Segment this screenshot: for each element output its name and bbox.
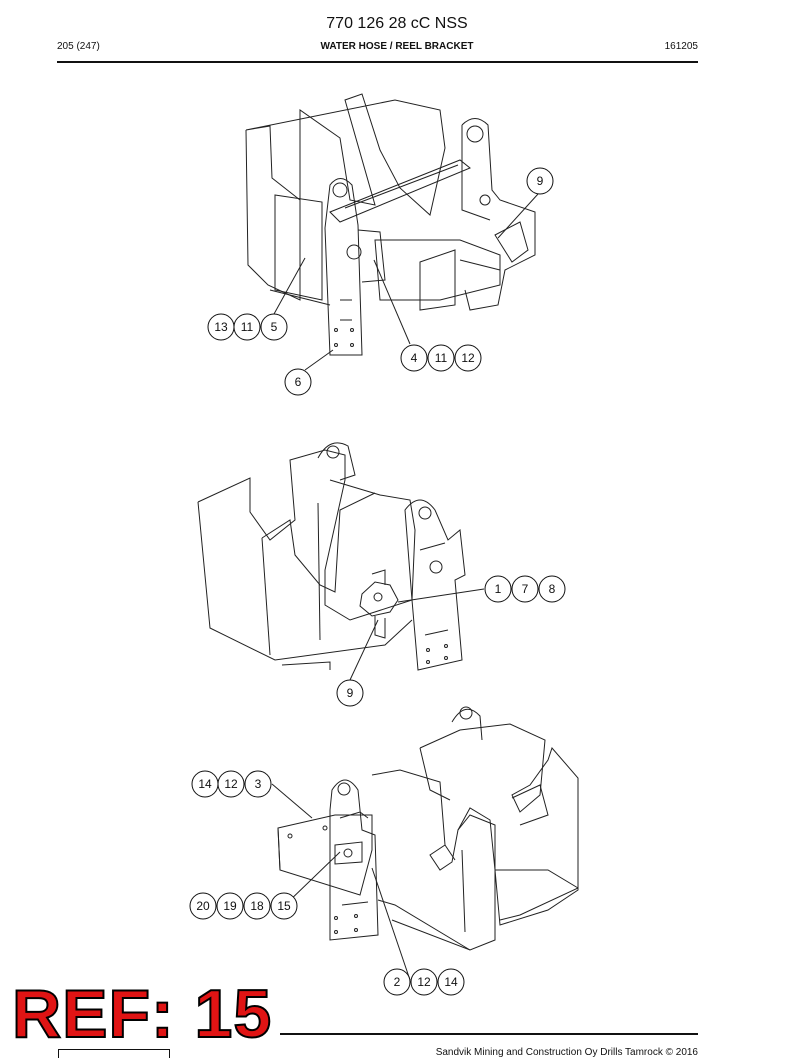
callout-20: 20 <box>189 892 217 920</box>
callout-11: 11 <box>233 313 261 341</box>
section-title: WATER HOSE / REEL BRACKET <box>320 41 474 52</box>
callout-2: 2 <box>383 968 411 996</box>
view-1-drawing <box>245 93 536 356</box>
svg-text:1: 1 <box>495 582 502 596</box>
svg-text:3: 3 <box>255 777 262 791</box>
brand-logo-fragment <box>58 1049 170 1058</box>
svg-text:12: 12 <box>461 351 475 365</box>
svg-text:20: 20 <box>196 899 210 913</box>
svg-text:19: 19 <box>223 899 237 913</box>
view-2-drawing <box>197 442 466 671</box>
footer-rule <box>280 1033 698 1035</box>
svg-text:14: 14 <box>444 975 458 989</box>
callout-12c: 12 <box>410 968 438 996</box>
view-3-drawing <box>277 706 579 951</box>
callout-9: 9 <box>526 167 554 195</box>
svg-text:2: 2 <box>394 975 401 989</box>
callout-7: 7 <box>511 575 539 603</box>
callout-18: 18 <box>243 892 271 920</box>
date-code: 161205 <box>664 41 698 52</box>
callout-3: 3 <box>244 770 272 798</box>
callout-11b: 11 <box>427 344 455 372</box>
callout-9b: 9 <box>336 679 364 707</box>
svg-text:11: 11 <box>241 320 254 334</box>
callout-12: 12 <box>454 344 482 372</box>
svg-text:13: 13 <box>214 320 228 334</box>
svg-text:4: 4 <box>411 351 418 365</box>
callout-1: 1 <box>484 575 512 603</box>
svg-text:11: 11 <box>435 351 448 365</box>
callout-14b: 14 <box>437 968 465 996</box>
svg-text:8: 8 <box>549 582 556 596</box>
callout-6: 6 <box>284 368 312 396</box>
callout-4: 4 <box>400 344 428 372</box>
callout-5: 5 <box>260 313 288 341</box>
header-rule <box>57 61 698 63</box>
callout-12b: 12 <box>217 770 245 798</box>
callout-8: 8 <box>538 575 566 603</box>
callout-19: 19 <box>216 892 244 920</box>
svg-text:12: 12 <box>224 777 238 791</box>
document-number: 770 126 28 cC NSS <box>326 15 468 32</box>
svg-text:6: 6 <box>295 375 302 389</box>
callout-14: 14 <box>191 770 219 798</box>
svg-text:9: 9 <box>347 686 354 700</box>
svg-text:5: 5 <box>271 320 278 334</box>
page-number: 205 (247) <box>57 41 100 52</box>
svg-text:15: 15 <box>277 899 291 913</box>
svg-text:7: 7 <box>522 582 529 596</box>
callout-15: 15 <box>270 892 298 920</box>
callout-group-view2: 1 7 8 9 <box>336 575 566 707</box>
svg-text:12: 12 <box>417 975 431 989</box>
callout-group-view3: 14 12 3 20 19 18 15 2 12 14 <box>189 770 465 996</box>
svg-text:9: 9 <box>537 174 544 188</box>
callout-group-view1: 13 11 5 4 11 12 6 9 <box>207 167 554 396</box>
svg-text:14: 14 <box>198 777 212 791</box>
callout-13: 13 <box>207 313 235 341</box>
svg-text:18: 18 <box>250 899 264 913</box>
ref-stamp: REF: 15 <box>11 976 273 1052</box>
